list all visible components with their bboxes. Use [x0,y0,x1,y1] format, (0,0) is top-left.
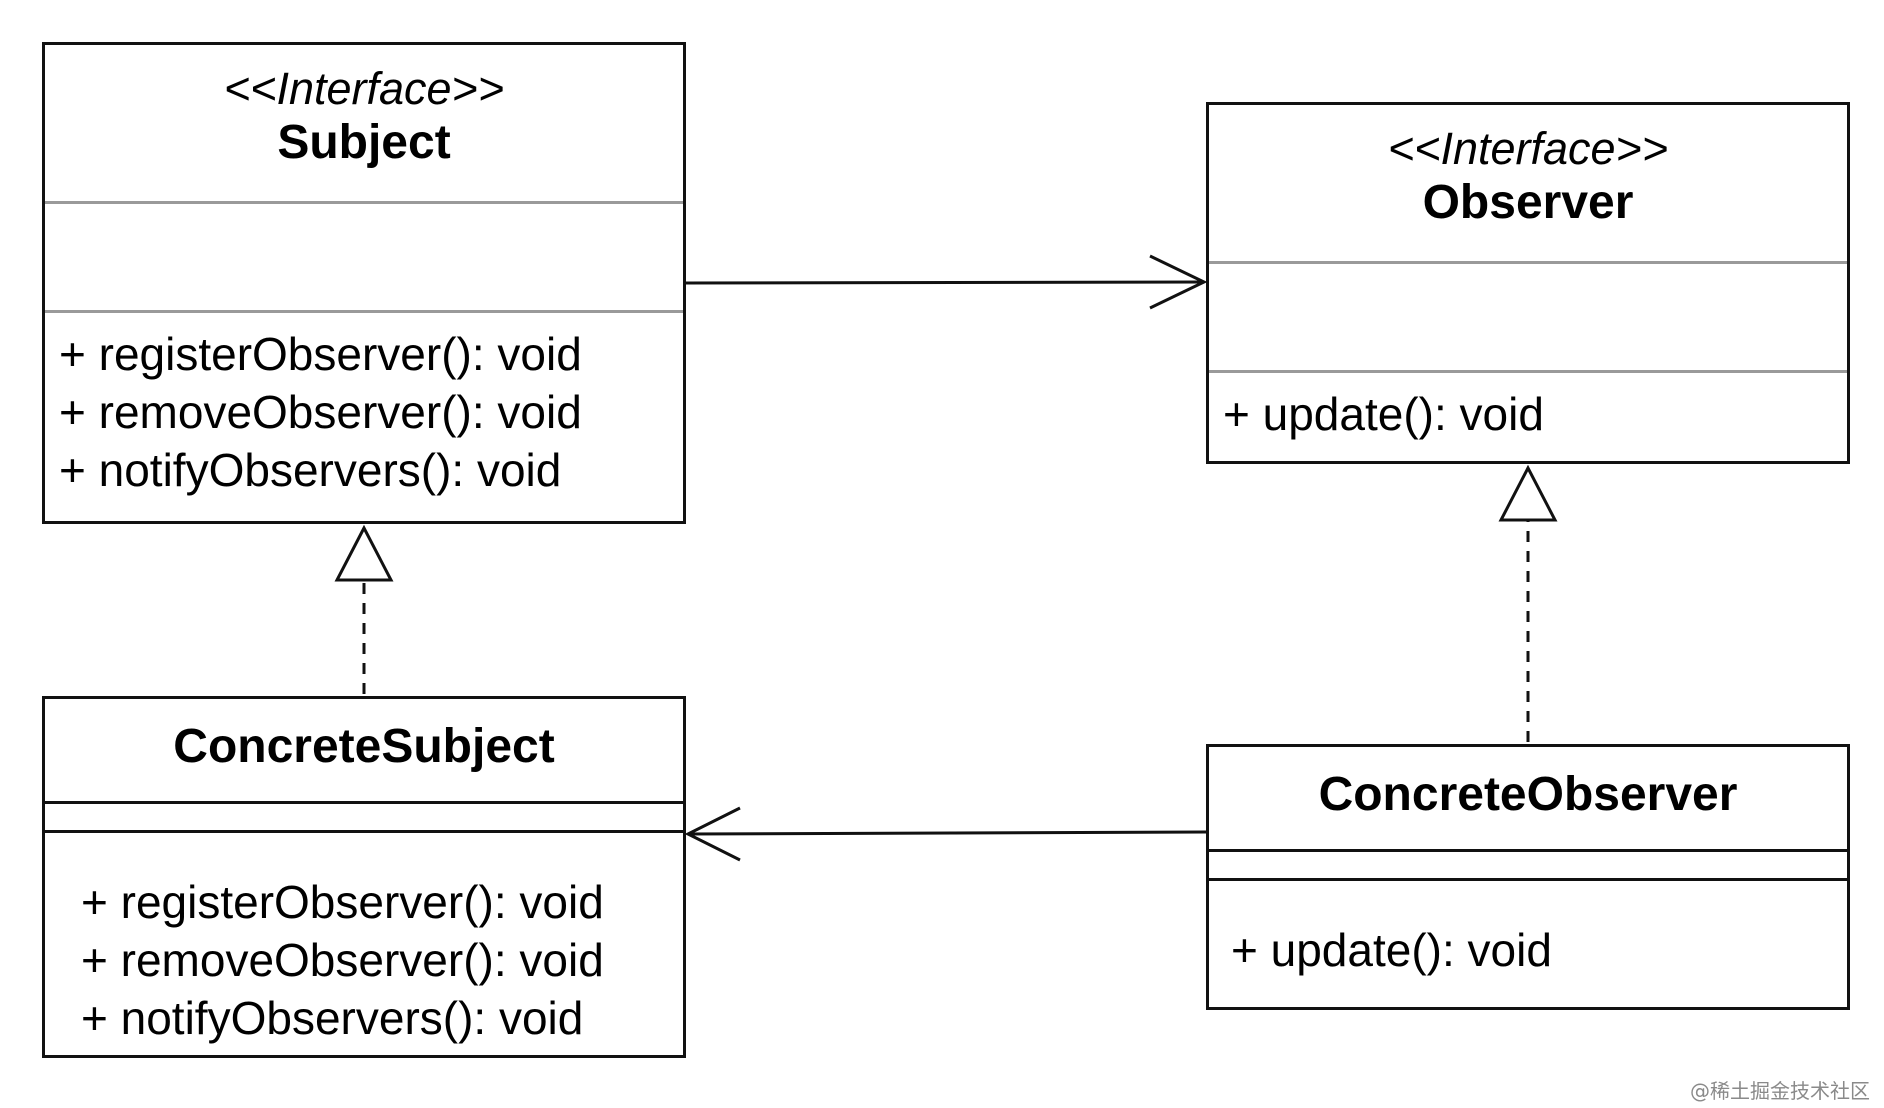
methods-compartment: + update(): void [1209,373,1847,443]
compartment-divider [1209,878,1847,881]
hollow-triangle-icon [1498,464,1558,522]
method-label: + removeObserver(): void [81,934,604,986]
stereotype-label: <<Interface>> [1387,123,1669,174]
compartment-divider [1209,849,1847,852]
association-concrete-line [687,830,1207,836]
method-label: + notifyObservers(): void [81,992,584,1044]
attributes-compartment [1209,852,1847,878]
class-header: <<Interface>> Observer [1209,105,1847,261]
compartment-divider [1209,261,1847,264]
method-label: + update(): void [1223,388,1544,440]
open-arrowhead-icon [684,806,741,862]
compartment-divider [45,201,683,204]
class-name: Subject [277,116,451,169]
method-label: + registerObserver(): void [81,876,604,928]
open-arrowhead-icon [1149,254,1208,310]
class-header: ConcreteSubject [45,699,683,801]
class-subject: <<Interface>> Subject + registerObserver… [42,42,686,524]
association-subject-observer-line [685,280,1205,285]
class-concrete-observer: ConcreteObserver + update(): void [1206,744,1850,1010]
class-concrete-subject: ConcreteSubject + registerObserver(): vo… [42,696,686,1058]
methods-compartment: + registerObserver(): void + removeObser… [45,833,683,1047]
compartment-divider [45,830,683,833]
method-label: + notifyObservers(): void [59,444,562,496]
method-label: + removeObserver(): void [59,386,582,438]
compartment-divider [1209,370,1847,373]
class-header: ConcreteObserver [1209,747,1847,849]
compartment-divider [45,310,683,313]
method-label: + registerObserver(): void [59,328,582,380]
class-name: ConcreteObserver [1318,768,1738,821]
class-name: Observer [1422,176,1634,229]
class-observer: <<Interface>> Observer + update(): void [1206,102,1850,464]
attributes-compartment [45,204,683,310]
stereotype-label: <<Interface>> [223,63,505,114]
attributes-compartment [1209,264,1847,370]
compartment-divider [45,801,683,804]
class-header: <<Interface>> Subject [45,45,683,201]
watermark: @稀土掘金技术社区 [1690,1079,1870,1103]
hollow-triangle-icon [334,524,394,582]
method-label: + update(): void [1231,924,1552,976]
attributes-compartment [45,804,683,830]
methods-compartment: + registerObserver(): void + removeObser… [45,313,683,499]
methods-compartment: + update(): void [1209,881,1847,979]
class-name: ConcreteSubject [173,720,555,773]
